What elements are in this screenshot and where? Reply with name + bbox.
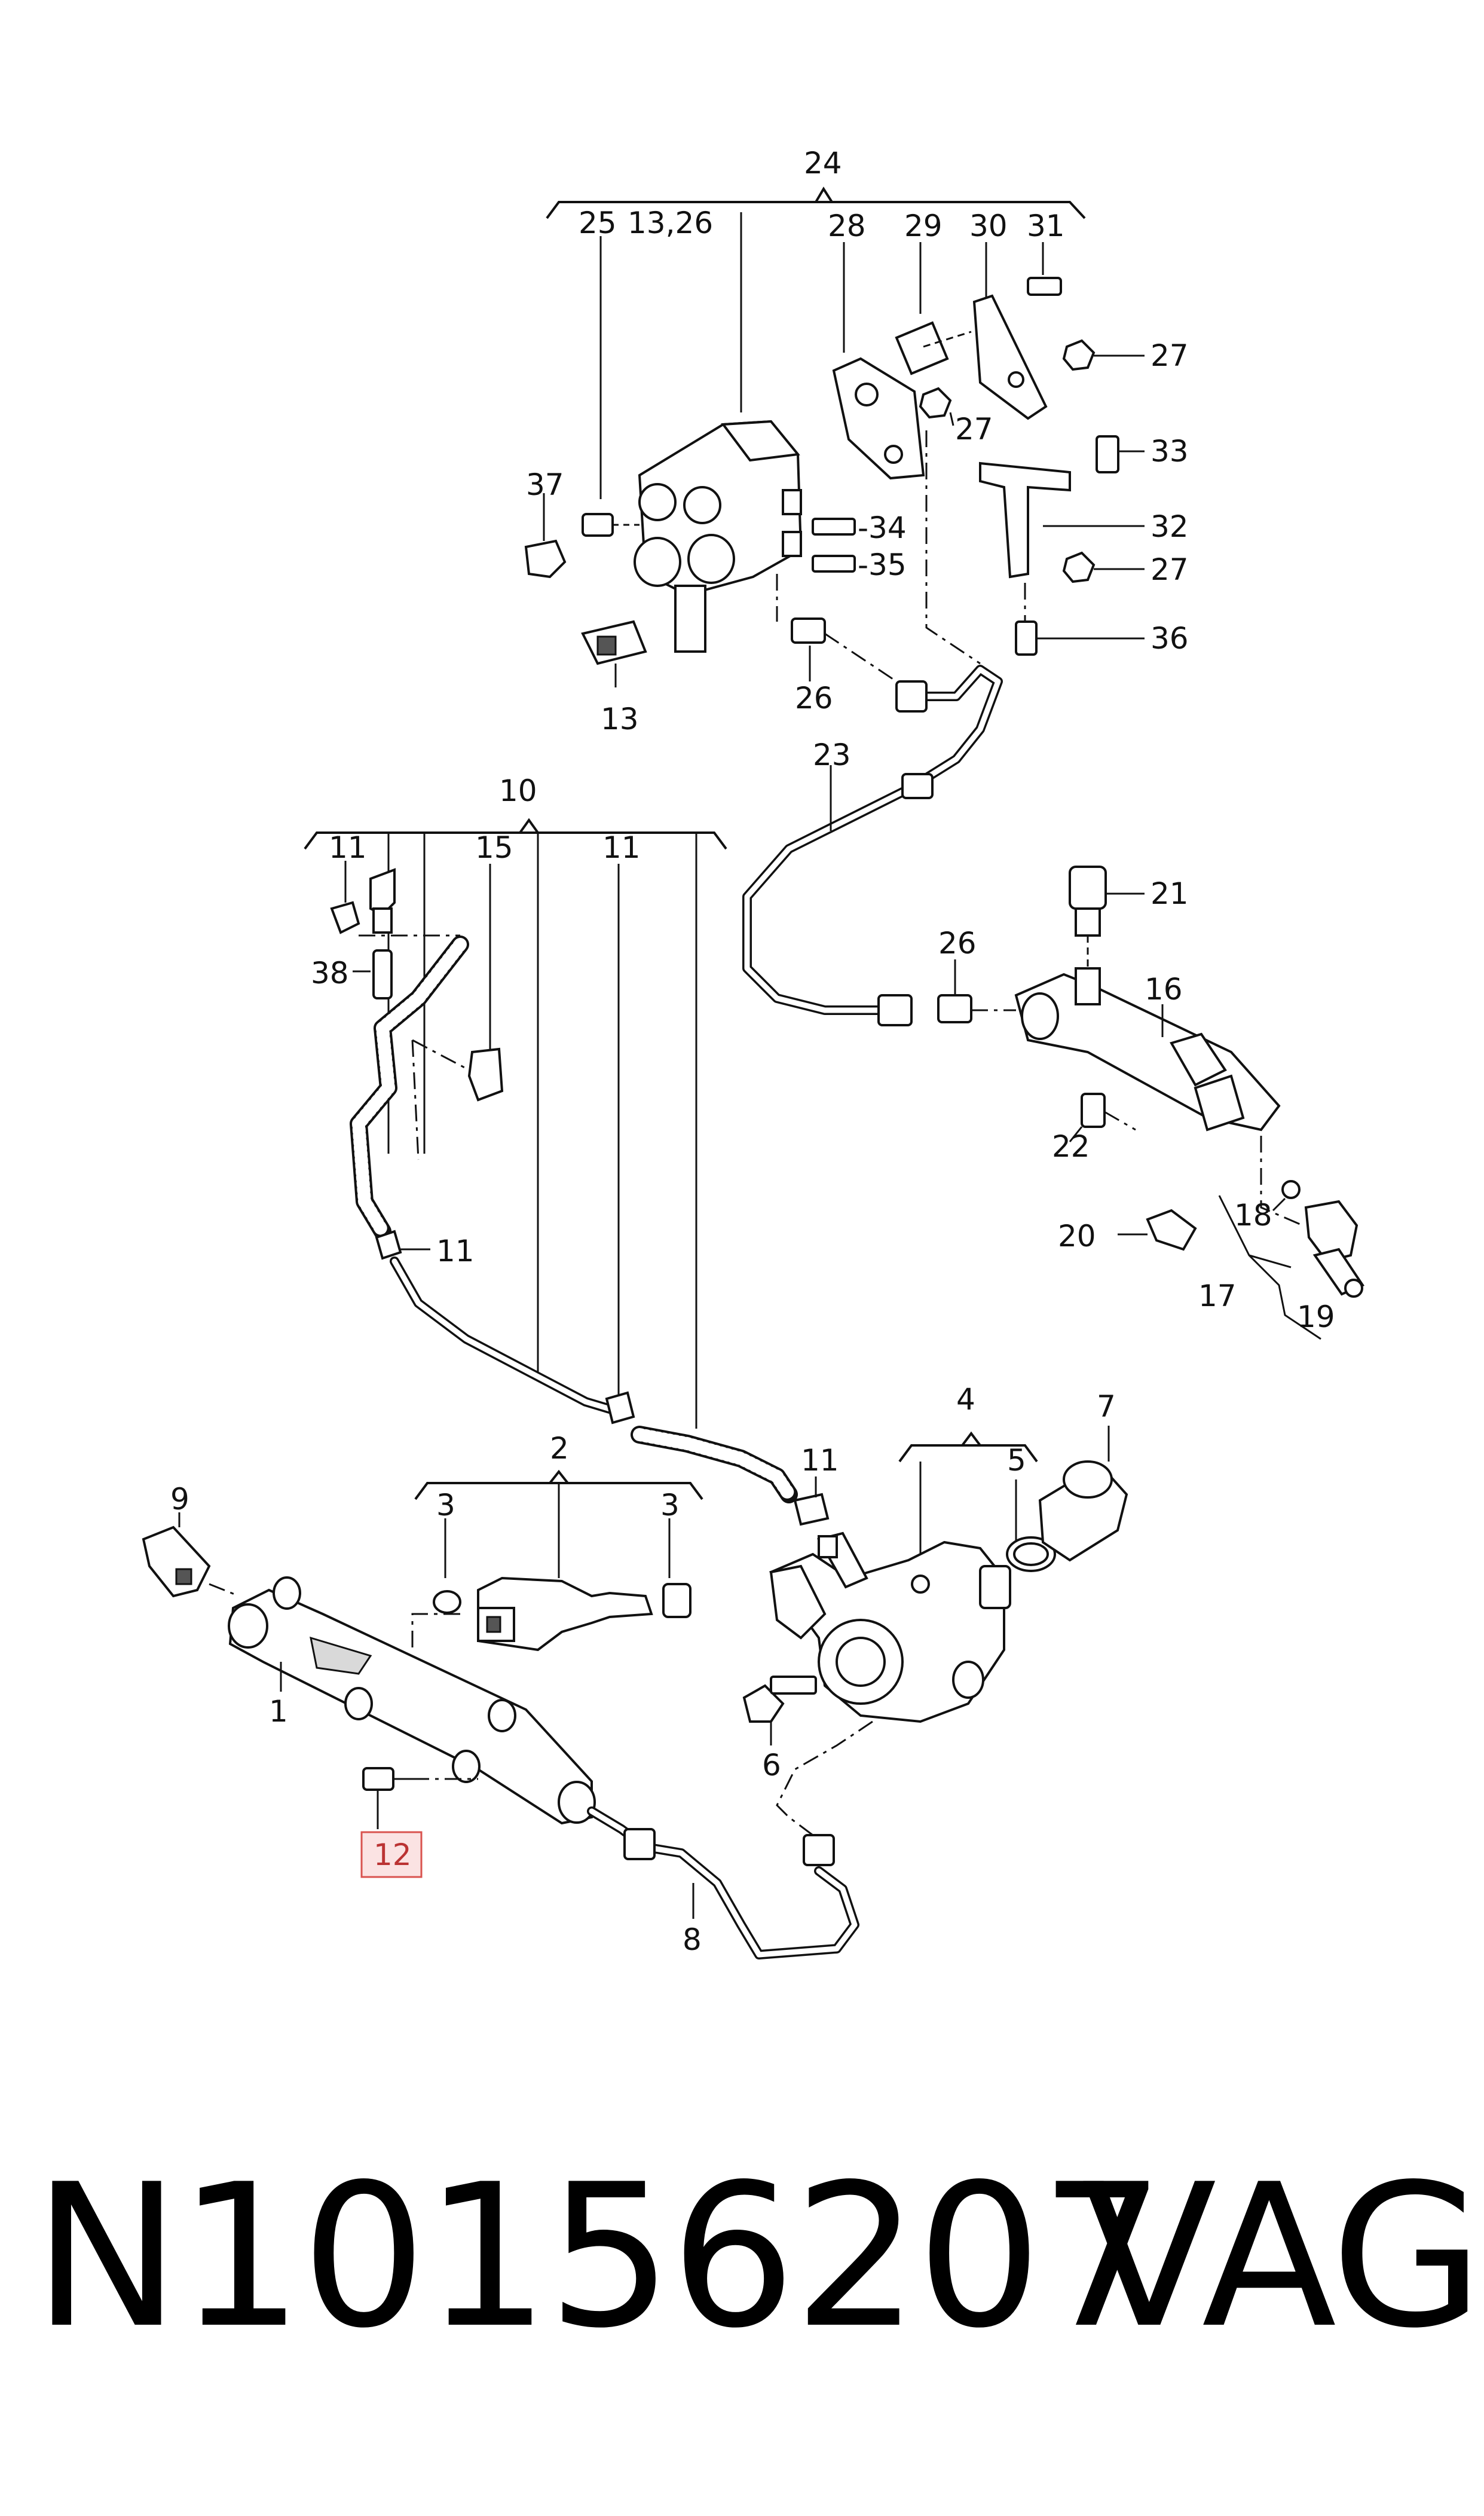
assembly-2 xyxy=(411,1469,703,1652)
label-18: 18 xyxy=(1234,1198,1272,1233)
label-20: 20 xyxy=(1058,1219,1096,1254)
callout-labels: 24 25 13,26 28 29 30 31 27 27 33 37 32 -… xyxy=(170,146,1335,1957)
label-32: 32 xyxy=(1151,509,1189,544)
label-5: 5 xyxy=(1007,1443,1026,1478)
label-22: 22 xyxy=(1052,1129,1090,1164)
label-15: 15 xyxy=(475,830,513,865)
label-11-a: 11 xyxy=(329,830,367,865)
label-7: 7 xyxy=(1097,1389,1116,1424)
label-36: 36 xyxy=(1151,621,1189,656)
label-33: 33 xyxy=(1151,434,1189,469)
label-24: 24 xyxy=(804,146,842,181)
label-35: -35 xyxy=(858,548,907,582)
label-26-b: 26 xyxy=(938,926,977,961)
label-21: 21 xyxy=(1151,876,1189,911)
label-10: 10 xyxy=(499,774,537,808)
label-11-b: 11 xyxy=(602,830,641,865)
label-25: 25 xyxy=(579,206,617,240)
label-3-a: 3 xyxy=(436,1488,455,1523)
assembly-1 xyxy=(142,1512,873,1959)
assembly-4 xyxy=(742,1426,1128,1745)
assembly-16 xyxy=(937,866,1364,1340)
label-27-c: 27 xyxy=(1151,552,1189,587)
label-3-b: 3 xyxy=(660,1488,680,1523)
label-19: 19 xyxy=(1297,1300,1335,1334)
label-13-26: 13,26 xyxy=(628,206,713,240)
label-9: 9 xyxy=(170,1482,189,1517)
label-27-a: 27 xyxy=(1151,338,1189,373)
label-30: 30 xyxy=(969,209,1008,243)
label-12: 12 xyxy=(374,1838,412,1872)
label-28: 28 xyxy=(828,209,866,243)
highlight-box-12 xyxy=(360,1831,423,1878)
label-8: 8 xyxy=(683,1922,702,1957)
label-4: 4 xyxy=(956,1382,975,1417)
label-6: 6 xyxy=(762,1748,781,1783)
label-23: 23 xyxy=(813,738,851,772)
label-29: 29 xyxy=(904,209,943,243)
label-17: 17 xyxy=(1198,1279,1237,1313)
assembly-10 xyxy=(304,818,830,1526)
label-31: 31 xyxy=(1027,209,1065,243)
label-16: 16 xyxy=(1145,972,1183,1007)
label-37: 37 xyxy=(526,467,564,502)
label-13: 13 xyxy=(601,702,639,736)
label-11-d: 11 xyxy=(801,1443,839,1478)
label-1: 1 xyxy=(269,1694,288,1729)
assembly-24 xyxy=(524,187,1145,1026)
label-11-c: 11 xyxy=(436,1234,475,1268)
brand-name: VAG xyxy=(1082,2142,1483,2371)
label-26-a: 26 xyxy=(795,681,833,716)
label-38: 38 xyxy=(311,956,349,990)
part-number: N10156207 xyxy=(33,2142,1165,2371)
label-27-b: 27 xyxy=(955,412,993,447)
label-34: -34 xyxy=(858,510,907,545)
label-2: 2 xyxy=(550,1431,569,1466)
